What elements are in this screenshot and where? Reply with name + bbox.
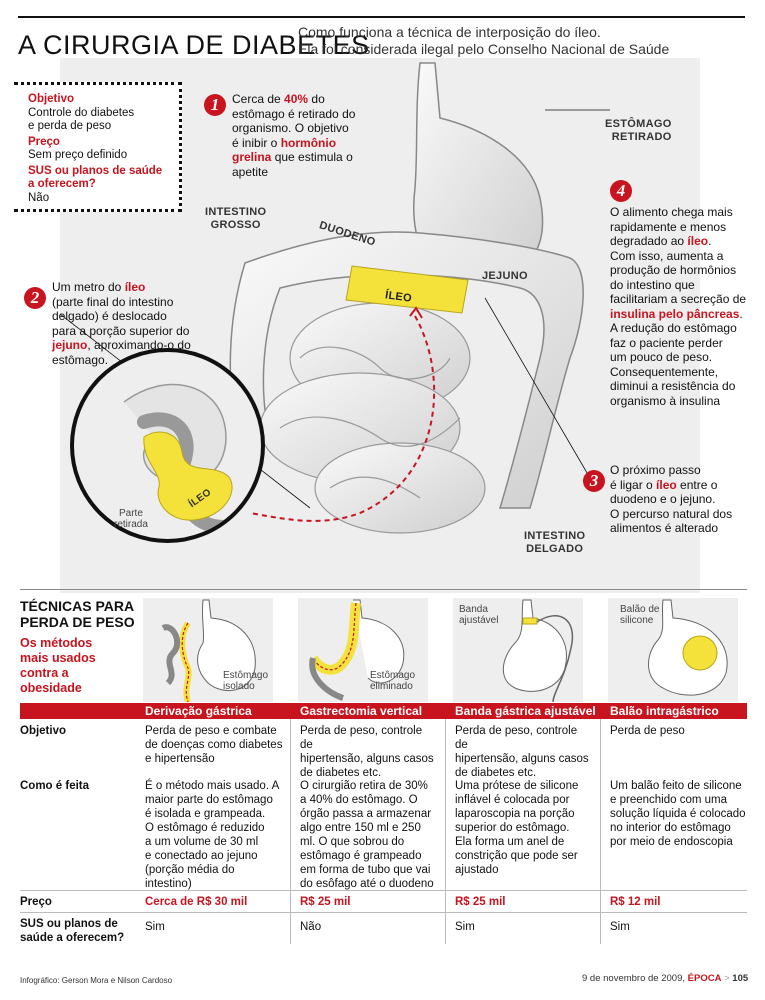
footer-folio: 9 de novembro de 2009, ÉPOCA > 105: [582, 973, 749, 984]
price-cell: R$ 25 mil: [300, 896, 351, 908]
step-3-text: O próximo passo é ligar o íleo entre o d…: [610, 463, 733, 535]
techniques-table-header: Derivação gástrica Gastrectomia vertical…: [20, 703, 747, 719]
step-1-text: Cerca de 40% do estômago é retirado do o…: [232, 92, 356, 179]
column-separator: [445, 719, 446, 944]
price-cell: R$ 12 mil: [610, 896, 661, 908]
detail-drawing: [123, 383, 233, 534]
gastric-balloon-drawing: [648, 599, 728, 696]
page-title: A CIRURGIA DE DIABETES: [18, 30, 370, 60]
price-cell: R$ 25 mil: [455, 896, 506, 908]
step-4-number: 4: [610, 180, 632, 202]
detail-magnifier: [70, 348, 265, 543]
column-sleeve-gastrectomy: Gastrectomia vertical: [300, 704, 423, 718]
sus-cell: Sim: [610, 921, 630, 933]
silicone-balloon-label: Balão de silicone: [620, 604, 660, 626]
row-label-price: Preço: [20, 896, 52, 908]
row-label-sus: SUS ou planos de saúde a oferecem?: [20, 918, 125, 944]
page-number: 105: [732, 973, 749, 984]
removed-ileum-shape: [143, 431, 233, 521]
step-1-number: 1: [204, 94, 226, 116]
objective-label: Objetivo: [28, 93, 75, 105]
gastric-band-drawing: [502, 599, 574, 703]
ileum-highlight: [345, 265, 469, 314]
column-gastric-band: Banda gástrica ajustável: [455, 704, 596, 718]
sus-cell: Sim: [145, 921, 165, 933]
isolated-stomach-label: Estômago isolado: [223, 670, 269, 692]
techniques-subtitle: Os métodos mais usados contra a obesidad…: [20, 636, 96, 695]
gastric-balloon-thumbnail: Balão de silicone: [608, 598, 738, 702]
small-intestine-label: INTESTINO DELGADO: [524, 530, 586, 555]
step-4-text: O alimento chega mais rapidamente e meno…: [610, 205, 747, 408]
row-label-how: Como é feita: [20, 780, 90, 792]
balloon-shape: [682, 635, 718, 671]
sleeve-gastrectomy-drawing: [308, 599, 405, 701]
sus-cell: Sim: [455, 921, 475, 933]
top-rule: [18, 16, 745, 18]
digestive-system-drawing: [19, 62, 610, 534]
page-subtitle: Como funciona a técnica de interposição …: [298, 24, 670, 57]
sus-cell: Não: [300, 921, 322, 933]
column-separator: [600, 719, 601, 944]
small-intestine-shape: [259, 302, 486, 534]
step-3-number: 3: [583, 470, 605, 492]
row-divider: [20, 890, 747, 891]
adjustable-band-label: Banda ajustável: [459, 604, 499, 626]
column-separator: [290, 719, 291, 944]
footer-credit: Infográfico: Gerson Mora e Nilson Cardos…: [20, 976, 173, 985]
gastric-bypass-drawing: [161, 599, 256, 704]
row-label-objective: Objetivo: [20, 725, 67, 737]
magazine-name: ÉPOCA: [687, 973, 722, 984]
ileum-path-arrow: [249, 315, 436, 522]
gastric-band-thumbnail: Banda ajustável: [453, 598, 583, 703]
column-gastric-balloon: Balão intragástrico: [610, 704, 719, 718]
how-cell: O cirurgião retira de 30%a 40% do estôma…: [300, 780, 434, 890]
sus-label: SUS ou planos de saúde: [28, 164, 163, 177]
techniques-title: TÉCNICAS PARA PERDA DE PESO: [20, 598, 135, 630]
removed-stomach-label: Estômago eliminado: [370, 670, 416, 692]
step-2-number: 2: [24, 287, 46, 309]
colon-shape: [229, 231, 584, 509]
stomach-removed-label: ESTÔMAGO RETIRADO: [605, 118, 672, 143]
row-divider: [20, 912, 747, 913]
objective-cell: Perda de peso: [610, 725, 685, 737]
step-2-text: Um metro do íleo (parte final do intesti…: [52, 280, 191, 367]
price-label: Preço: [28, 135, 60, 148]
sleeve-gastrectomy-thumbnail: Estômago eliminado: [298, 598, 428, 702]
gastric-bypass-thumbnail: Estômago isolado: [143, 598, 273, 704]
large-intestine-label: INTESTINO GROSSO: [205, 206, 267, 231]
column-gastric-bypass: Derivação gástrica: [145, 704, 252, 718]
price-cell: Cerca de R$ 30 mil: [145, 896, 248, 908]
removed-part-label: Parte retirada: [114, 508, 148, 530]
jejunum-label: JEJUNO: [482, 270, 528, 282]
info-box: Objetivo Controle do diabetes e perda de…: [14, 82, 182, 212]
section-divider: [20, 589, 747, 590]
